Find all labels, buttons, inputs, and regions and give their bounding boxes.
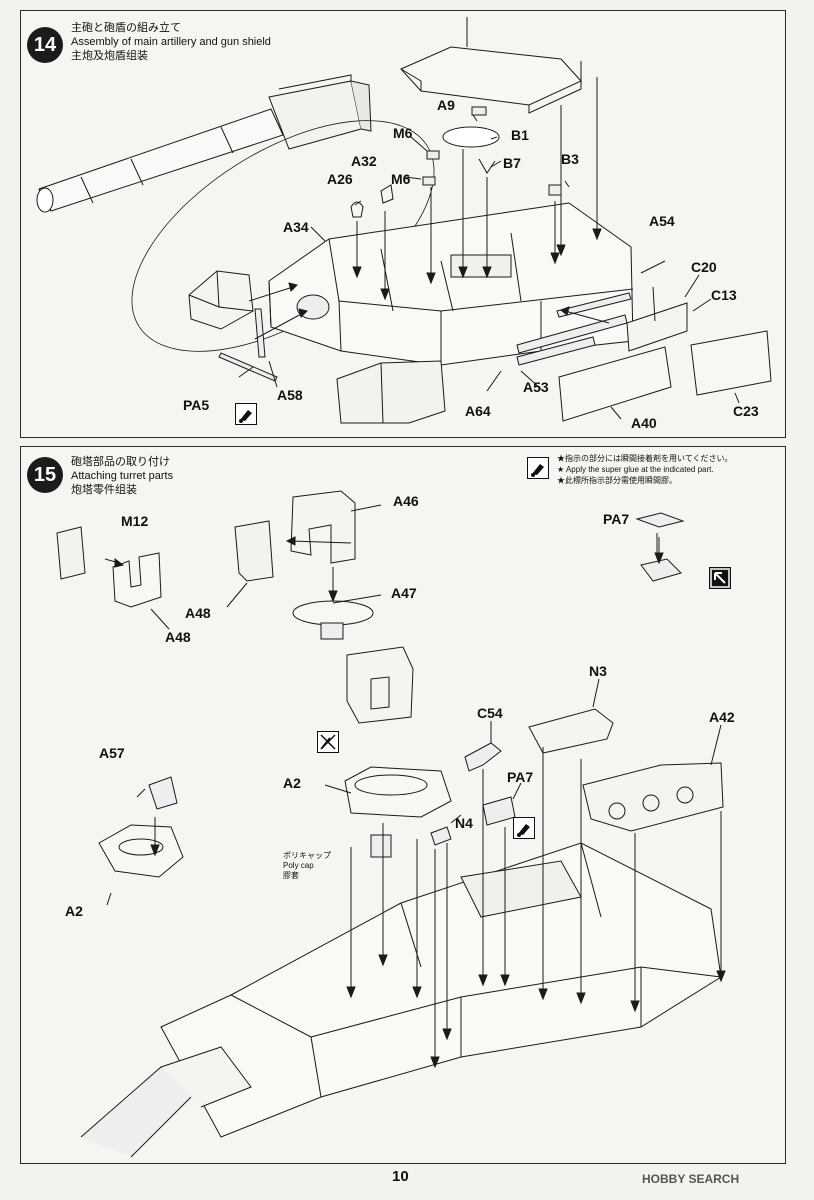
part-label-a34: A34 [283, 219, 309, 235]
step-15-title-en: Attaching turret parts [71, 470, 174, 482]
part-label-b1: B1 [511, 127, 529, 143]
part-label-c54: C54 [477, 705, 503, 721]
step-14-title-en: Assembly of main artillery and gun shiel… [71, 36, 271, 48]
part-label-c23: C23 [733, 403, 759, 419]
part-label-pa7-top: PA7 [603, 511, 630, 527]
part-label-a46: A46 [393, 493, 419, 509]
step-14-illustration [36, 17, 772, 424]
arrow-icon [709, 567, 731, 589]
part-label-m12: M12 [121, 513, 149, 529]
part-label-a64: A64 [465, 403, 491, 419]
part-label-a2-center: A2 [283, 775, 301, 791]
polycap-label-jp: ポリキャップ [283, 851, 331, 860]
step-14-panel: 14 主砲と砲盾の組み立て Assembly of main artillery… [20, 10, 786, 438]
part-label-a42: A42 [709, 709, 735, 725]
step-14-title-jp: 主砲と砲盾の組み立て [71, 22, 181, 34]
part-label-a58: A58 [277, 387, 303, 403]
step-15-title: 砲塔部品の取り付け Attaching turret parts 炮塔零件组装 [71, 455, 173, 497]
part-label-m6-upper: M6 [393, 125, 413, 141]
page-number: 10 [392, 1168, 409, 1185]
super-glue-note-cn: ★此標所指示部分需使用瞬間膠。 [557, 476, 677, 485]
part-label-a47: A47 [391, 585, 417, 601]
part-label-pa7-lower: PA7 [507, 769, 534, 785]
part-label-b7: B7 [503, 155, 521, 171]
step-14-title: 主砲と砲盾の組み立て Assembly of main artillery an… [71, 21, 271, 63]
part-label-a57: A57 [99, 745, 125, 761]
part-label-b3: B3 [561, 151, 579, 167]
part-label-pa5: PA5 [183, 397, 210, 413]
part-label-a32: A32 [351, 153, 377, 169]
part-label-a26: A26 [327, 171, 353, 187]
super-glue-note-jp: ★指示の部分には瞬間接着剤を用いてください。 [557, 454, 733, 463]
part-label-m6-lower: M6 [391, 171, 411, 187]
super-glue-note-en: ★ Apply the super glue at the indicated … [557, 465, 714, 474]
part-label-a54: A54 [649, 213, 675, 229]
part-label-a48-lower: A48 [165, 629, 191, 645]
step-15-illustration [56, 490, 726, 1158]
step-15-badge: 15 [27, 457, 63, 493]
part-label-a40: A40 [631, 415, 657, 431]
part-label-a2-left: A2 [65, 903, 83, 919]
step-15-panel: 15 砲塔部品の取り付け Attaching turret parts 炮塔零件… [20, 446, 786, 1164]
no-glue-icon [317, 731, 339, 753]
step-15-title-cn: 炮塔零件组装 [71, 484, 137, 496]
step-14-title-cn: 主炮及炮盾组装 [71, 50, 148, 62]
watermark: HOBBY SEARCH [642, 1172, 740, 1186]
part-label-a53: A53 [523, 379, 549, 395]
glue-icon [527, 457, 549, 479]
part-label-a48-upper: A48 [185, 605, 211, 621]
glue-icon [513, 817, 535, 839]
step-14-badge: 14 [27, 27, 63, 63]
part-label-a9: A9 [437, 97, 455, 113]
part-label-c13: C13 [711, 287, 737, 303]
polycap-label: ポリキャップ Poly cap 膠套 [283, 851, 331, 881]
polycap-label-cn: 膠套 [283, 871, 299, 880]
part-label-c20: C20 [691, 259, 717, 275]
polycap-label-en: Poly cap [283, 861, 314, 870]
glue-icon [235, 403, 257, 425]
part-label-n3: N3 [589, 663, 607, 679]
super-glue-note: ★指示の部分には瞬間接着剤を用いてください。 ★ Apply the super… [557, 453, 733, 486]
part-label-n4: N4 [455, 815, 473, 831]
step-15-title-jp: 砲塔部品の取り付け [71, 456, 170, 468]
